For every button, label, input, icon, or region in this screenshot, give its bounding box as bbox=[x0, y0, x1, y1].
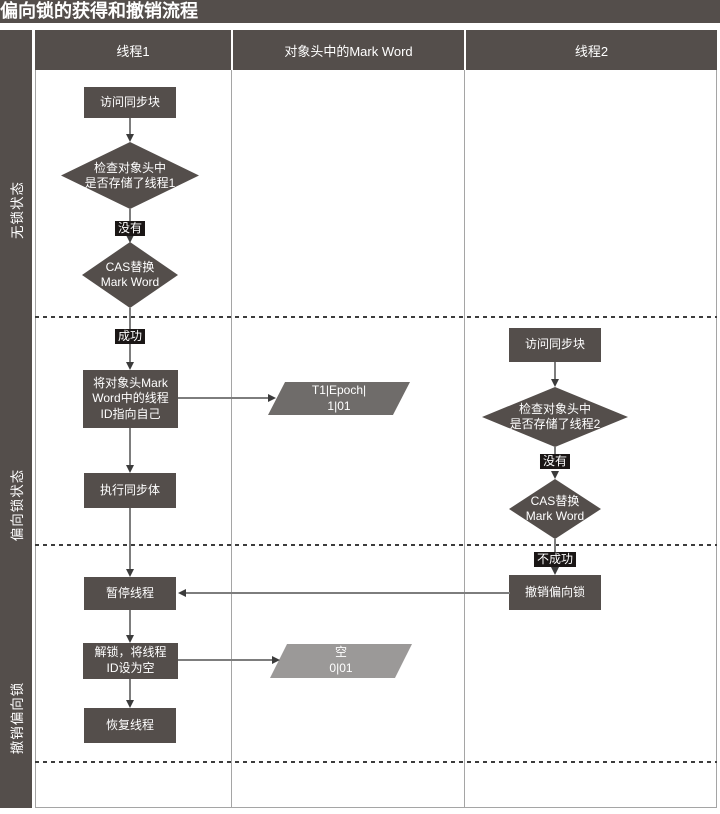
arrow-down-icon bbox=[126, 635, 134, 643]
arrow-down-icon bbox=[551, 567, 559, 575]
diagram-title: 偏向锁的获得和撤销流程 bbox=[0, 0, 720, 23]
arrow-down-icon bbox=[126, 569, 134, 577]
arrow-right-icon bbox=[268, 394, 276, 402]
state-boundary-line-3 bbox=[35, 761, 717, 763]
lane-separator-2 bbox=[464, 70, 465, 808]
lane-header: 线程1 对象头中的Mark Word 线程2 bbox=[35, 30, 717, 70]
branch-label-no-t2: 没有 bbox=[539, 454, 571, 469]
arrow-down-icon bbox=[126, 465, 134, 473]
connector-line bbox=[554, 447, 556, 456]
branch-label-fail: 不成功 bbox=[533, 552, 577, 567]
lane-header-mark-word: 对象头中的Mark Word bbox=[233, 30, 464, 70]
flow-box-access-sync-t2: 访问同步块 bbox=[509, 328, 601, 362]
flow-box-unlock-clear-id: 解锁，将线程 ID设为空 bbox=[83, 643, 178, 679]
flow-box-suspend-thread: 暂停线程 bbox=[84, 577, 176, 610]
connector-line bbox=[129, 118, 131, 135]
arrow-down-icon bbox=[126, 134, 134, 142]
arrow-left-icon bbox=[178, 589, 186, 597]
state-label-revoke-bias: 撤销偏向锁 bbox=[10, 681, 25, 755]
lane-header-thread2: 线程2 bbox=[466, 30, 717, 70]
state-label-biased-lock: 偏向锁状态 bbox=[10, 468, 25, 542]
connector-line bbox=[186, 592, 510, 594]
connector-line bbox=[554, 362, 556, 379]
state-sidebar bbox=[0, 30, 32, 808]
connector-line bbox=[129, 508, 131, 569]
arrow-down-icon bbox=[126, 700, 134, 708]
branch-label-no-t1: 没有 bbox=[114, 221, 146, 236]
state-boundary-line-1 bbox=[35, 316, 717, 318]
connector-line bbox=[129, 209, 131, 223]
state-boundary-line-2 bbox=[35, 544, 717, 546]
connector-line bbox=[129, 344, 131, 362]
flow-box-revoke-bias: 撤销偏向锁 bbox=[509, 575, 601, 610]
state-label-lock-free: 无锁状态 bbox=[10, 181, 25, 239]
arrow-down-icon bbox=[126, 235, 134, 243]
arrow-down-icon bbox=[126, 362, 134, 370]
flow-box-resume-thread: 恢复线程 bbox=[84, 708, 176, 743]
arrow-right-icon bbox=[272, 656, 280, 664]
lane-separator-1 bbox=[231, 70, 232, 808]
connector-line bbox=[554, 539, 556, 554]
lane-header-thread1: 线程1 bbox=[35, 30, 231, 70]
arrow-down-icon bbox=[551, 379, 559, 387]
flow-box-execute-sync: 执行同步体 bbox=[84, 473, 176, 508]
connector-line bbox=[129, 679, 131, 700]
diagram-frame bbox=[35, 30, 717, 808]
markword-biased-parallelogram: T1|Epoch| 1|01 bbox=[268, 382, 410, 415]
flow-box-access-sync-t1: 访问同步块 bbox=[84, 87, 176, 118]
connector-line bbox=[129, 428, 131, 465]
connector-line bbox=[178, 397, 268, 399]
markword-empty-parallelogram: 空 0|01 bbox=[270, 644, 412, 678]
connector-line bbox=[129, 610, 131, 635]
flow-box-set-thread-id: 将对象头Mark Word中的线程 ID指向自己 bbox=[83, 370, 178, 428]
branch-label-success: 成功 bbox=[114, 329, 146, 344]
connector-line bbox=[178, 659, 272, 661]
connector-line bbox=[129, 308, 131, 330]
arrow-down-icon bbox=[551, 471, 559, 479]
